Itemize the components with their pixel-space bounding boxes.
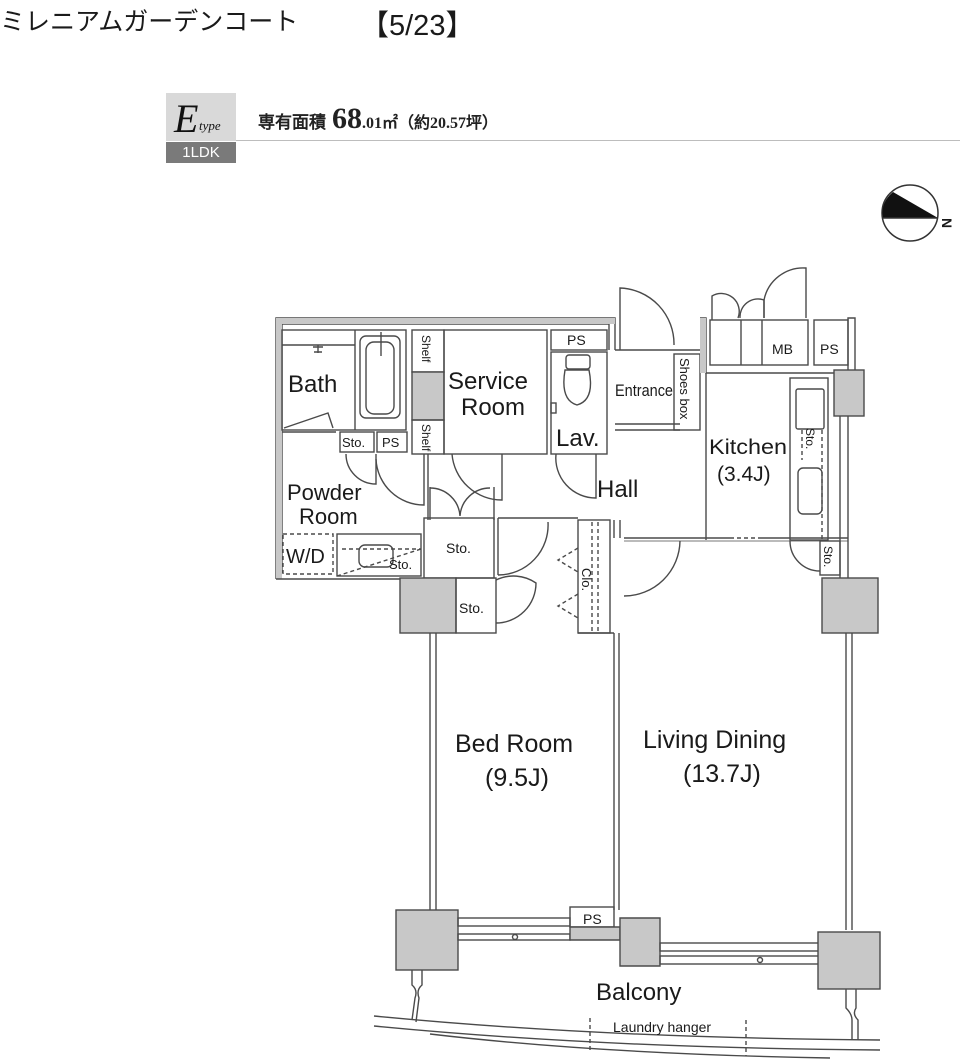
mb-label: MB [772, 341, 793, 357]
layout-label: 1LDK [166, 142, 236, 163]
room-bed-label: Bed Room [455, 730, 573, 758]
room-service-label-1: Service [448, 368, 528, 395]
room-kitchen-label: Kitchen [709, 436, 787, 459]
ps-bath-label: PS [382, 435, 400, 450]
wd-label: W/D [286, 546, 325, 568]
header-divider [236, 140, 960, 141]
sto-lower-label: Sto. [459, 600, 484, 616]
compass-n-label: N [939, 218, 955, 228]
room-entrance-label: Entrance [615, 381, 673, 400]
unit-type-badge: E type 1LDK [166, 93, 236, 163]
title-bar: ミレニアムガーデンコート [0, 0, 298, 40]
room-powder-label-2: Room [299, 504, 358, 529]
floor-area: 専有面積 68.01㎡（約20.57坪） [258, 102, 498, 136]
room-living-label: Living Dining [643, 726, 786, 754]
shelf-top-label: Shelf [419, 335, 433, 363]
kitchen-sto-lower-label: Sto. [821, 546, 835, 567]
kitchen-sto-upper-label: Sto. [803, 428, 817, 449]
type-letter: E [174, 96, 199, 141]
sto-center-label: Sto. [446, 540, 471, 556]
room-hall-label: Hall [597, 476, 638, 503]
clo-label: Clo. [579, 568, 594, 591]
balcony-label: Balcony [596, 979, 681, 1006]
room-service-label-2: Room [461, 394, 525, 421]
ps-bottom-label: PS [583, 911, 602, 927]
north-arrow-icon: N [881, 184, 955, 242]
sto-bath-label: Sto. [342, 435, 365, 450]
shelf-bottom-label: Shelf [419, 424, 433, 452]
property-name: ミレニアムガーデンコート [0, 7, 299, 36]
page-indicator: 【5/23】 [360, 10, 475, 42]
bed-size-label: (9.5J) [485, 764, 549, 792]
area-value-main: 68 [332, 102, 362, 135]
area-value-rest: .01㎡（約20.57坪） [362, 115, 499, 132]
type-badge-top: E type [166, 93, 236, 141]
room-powder-label-1: Powder [287, 480, 362, 505]
ps-right-label: PS [820, 341, 839, 357]
sto-powder-label: Sto. [389, 557, 412, 572]
ps-top-label: PS [567, 332, 586, 348]
kitchen-size-label: (3.4J) [717, 463, 771, 486]
area-label: 専有面積 [258, 113, 326, 132]
shoes-box-label: Shoes box [677, 358, 692, 420]
type-suffix: type [199, 118, 221, 133]
laundry-hanger-label: Laundry hanger [613, 1019, 711, 1035]
room-lav-label: Lav. [556, 425, 600, 452]
room-bath-label: Bath [288, 371, 337, 398]
living-size-label: (13.7J) [683, 760, 761, 788]
